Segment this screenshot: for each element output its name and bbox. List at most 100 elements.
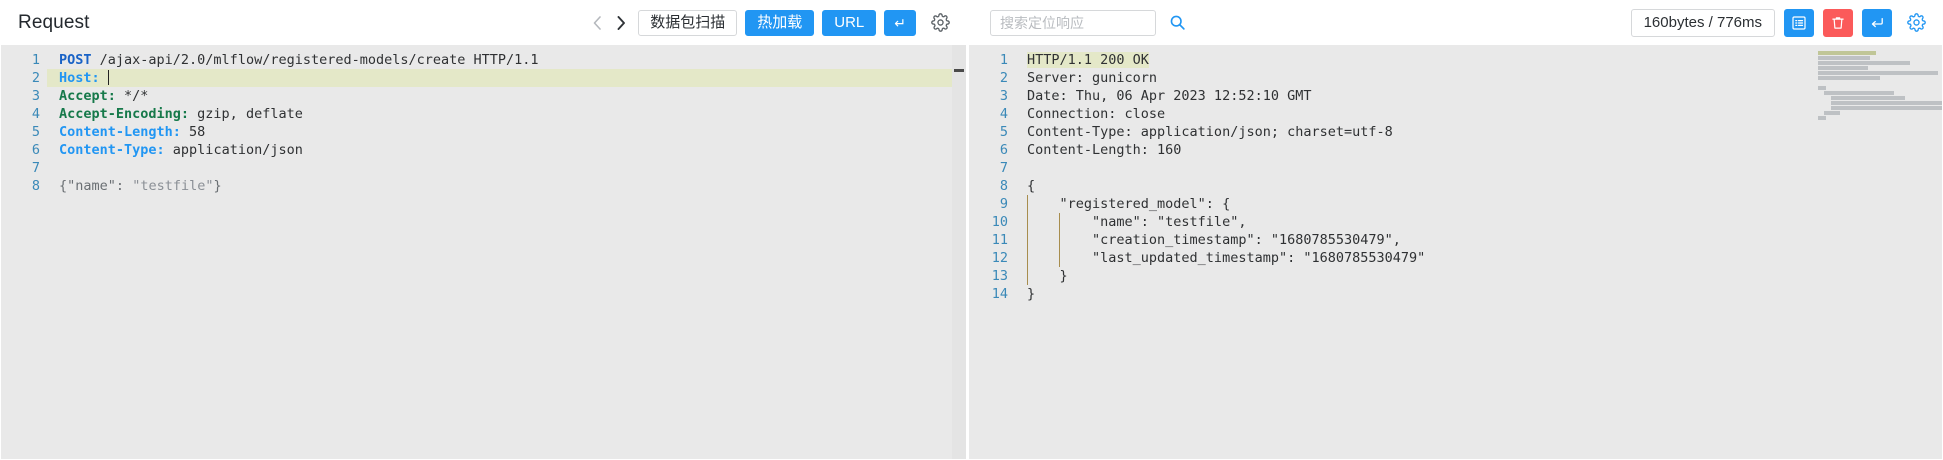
code-token: Accept-Encoding: xyxy=(59,106,190,122)
line-number: 9 xyxy=(999,196,1008,212)
line-number: 13 xyxy=(991,268,1008,284)
code-token: } xyxy=(213,178,222,194)
line-number: 7 xyxy=(999,160,1008,176)
code-token: "testfile" xyxy=(132,178,214,194)
code-token: "last_updated_timestamp": "1680785530479… xyxy=(1027,250,1426,266)
line-number: 1 xyxy=(31,52,40,68)
enter-arrow-icon[interactable] xyxy=(1862,8,1892,37)
code-token: Content-Type: application/json; charset=… xyxy=(1027,124,1393,140)
code-line[interactable]: Content-Length: 160 xyxy=(1027,141,1810,159)
response-search xyxy=(990,9,1188,36)
request-minimap-strip[interactable] xyxy=(952,45,966,459)
code-line[interactable]: {"name": "testfile"} xyxy=(59,177,952,195)
code-token: application/json xyxy=(164,142,303,158)
line-number: 14 xyxy=(991,286,1008,302)
code-line[interactable]: "creation_timestamp": "1680785530479", xyxy=(1027,231,1810,249)
code-line[interactable]: Content-Type: application/json xyxy=(59,141,952,159)
search-input[interactable] xyxy=(990,9,1156,36)
code-token: HTTP/1.1 200 OK xyxy=(1027,52,1149,68)
minimap-line xyxy=(1818,76,1880,80)
code-line[interactable]: Accept: */* xyxy=(59,87,952,105)
line-number: 10 xyxy=(991,214,1008,230)
minimap-line xyxy=(1818,51,1876,55)
code-line[interactable]: "registered_model": { xyxy=(1027,195,1810,213)
code-token: "name": "testfile", xyxy=(1027,214,1247,230)
code-line[interactable]: HTTP/1.1 200 OK xyxy=(1027,51,1810,69)
code-line[interactable]: Connection: close xyxy=(1027,105,1810,123)
code-token: Content-Length: 160 xyxy=(1027,142,1182,158)
code-token: gzip, deflate xyxy=(189,106,303,122)
minimap-line xyxy=(1818,66,1868,70)
minimap-line xyxy=(1830,106,1942,110)
indent-guide xyxy=(1059,213,1061,267)
request-code-area[interactable]: POST /ajax-api/2.0/mlflow/registered-mod… xyxy=(47,45,952,459)
code-line[interactable]: } xyxy=(1027,267,1810,285)
response-stats-badge: 160bytes / 776ms xyxy=(1630,8,1775,37)
search-icon[interactable] xyxy=(1166,12,1188,34)
response-toolbar: 160bytes / 776ms xyxy=(968,0,1943,45)
code-line[interactable]: Accept-Encoding: gzip, deflate xyxy=(59,105,952,123)
line-number: 5 xyxy=(999,124,1008,140)
minimap-line xyxy=(1818,61,1910,65)
minimap-line xyxy=(1824,111,1841,115)
code-token: 58 xyxy=(180,124,206,140)
code-line[interactable]: Content-Length: 58 xyxy=(59,123,952,141)
code-token: "registered_model": { xyxy=(1027,196,1231,212)
line-number: 1 xyxy=(999,52,1008,68)
line-number: 8 xyxy=(999,178,1008,194)
code-token: POST xyxy=(59,52,92,68)
code-line[interactable]: Date: Thu, 06 Apr 2023 12:52:10 GMT xyxy=(1027,87,1810,105)
send-request-button[interactable]: ↵ xyxy=(884,9,916,36)
code-token: } xyxy=(1027,286,1036,302)
code-line[interactable]: Server: gunicorn xyxy=(1027,69,1810,87)
hot-reload-button[interactable]: 热加载 xyxy=(745,9,815,36)
code-line[interactable]: "name": "testfile", xyxy=(1027,213,1810,231)
minimap-line xyxy=(1818,116,1826,120)
response-minimap[interactable] xyxy=(1810,45,1942,459)
code-token: "name" xyxy=(67,178,116,194)
code-line[interactable]: { xyxy=(1027,177,1810,195)
code-line[interactable]: Host: xyxy=(47,69,952,87)
code-line[interactable]: "last_updated_timestamp": "1680785530479… xyxy=(1027,249,1810,267)
code-token: Date: Thu, 06 Apr 2023 12:52:10 GMT xyxy=(1027,88,1312,104)
code-token: Accept: xyxy=(59,88,116,104)
code-line[interactable]: Content-Type: application/json; charset=… xyxy=(1027,123,1810,141)
url-button[interactable]: URL xyxy=(822,9,877,36)
minimap-line xyxy=(1818,71,1938,75)
code-token: } xyxy=(1027,268,1068,284)
gear-icon[interactable] xyxy=(927,10,953,36)
trash-icon[interactable] xyxy=(1823,8,1853,37)
chevron-right-icon[interactable] xyxy=(612,10,630,36)
indent-guide xyxy=(1027,195,1028,285)
request-toolbar: Request 数据包扫描 热加载 URL ↵ xyxy=(0,0,967,45)
code-token xyxy=(100,70,108,86)
gear-icon-response[interactable] xyxy=(1903,10,1929,36)
code-token: Content-Length: xyxy=(59,124,181,140)
minimap-line xyxy=(1818,56,1870,60)
chevron-left-icon[interactable] xyxy=(588,10,606,36)
list-view-icon[interactable] xyxy=(1784,8,1814,37)
minimap-line xyxy=(1818,86,1826,90)
minimap-line xyxy=(1830,96,1905,100)
packet-scan-button[interactable]: 数据包扫描 xyxy=(638,9,738,36)
code-line[interactable] xyxy=(1027,159,1810,177)
code-line[interactable]: POST /ajax-api/2.0/mlflow/registered-mod… xyxy=(59,51,952,69)
code-token: { xyxy=(1027,178,1036,194)
line-number: 4 xyxy=(31,106,40,122)
code-line[interactable]: } xyxy=(1027,285,1810,303)
code-line[interactable] xyxy=(59,159,952,177)
line-number: 7 xyxy=(31,160,40,176)
line-number: 2 xyxy=(999,70,1008,86)
line-number: 3 xyxy=(31,88,40,104)
code-token: Content-Type: xyxy=(59,142,165,158)
code-token: Server: gunicorn xyxy=(1027,70,1158,86)
text-cursor xyxy=(107,70,109,85)
code-token: /ajax-api/2.0/mlflow/registered-models/c… xyxy=(91,52,539,68)
